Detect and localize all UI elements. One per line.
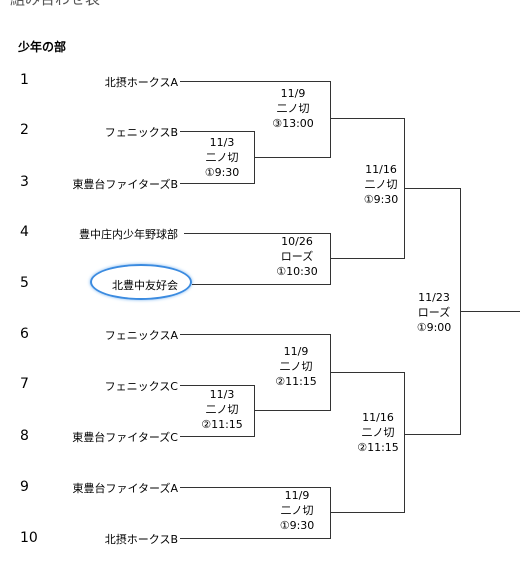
match-info: 11/9 二ノ切 ②11:15 <box>266 344 326 389</box>
match-slot: ①10:30 <box>276 265 318 278</box>
bracket-line <box>404 372 405 513</box>
match-date: 11/3 <box>209 388 235 401</box>
match-venue: 二ノ切 <box>279 360 313 373</box>
highlight-circle <box>90 264 192 300</box>
seed-number: 4 <box>20 224 29 240</box>
match-slot: ③13:00 <box>272 117 314 130</box>
team-name: 東豊台ファイターズA <box>72 482 178 495</box>
match-slot: ②11:15 <box>201 418 243 431</box>
team-name: 東豊台ファイターズB <box>72 178 178 191</box>
match-date: 11/9 <box>284 489 310 502</box>
bracket-line <box>330 81 331 158</box>
match-venue: ローズ <box>417 306 451 319</box>
match-info: 11/16 二ノ切 ②11:15 <box>348 410 408 455</box>
match-info: 11/23 ローズ ①9:00 <box>404 290 464 335</box>
bracket-line <box>404 434 460 435</box>
match-date: 11/23 <box>418 291 450 304</box>
bracket-line <box>330 372 404 373</box>
match-info: 11/3 二ノ切 ①9:30 <box>192 135 252 180</box>
bracket-line <box>180 538 330 539</box>
match-date: 11/16 <box>365 163 397 176</box>
match-info: 11/9 二ノ切 ③13:00 <box>263 86 323 131</box>
match-info: 11/3 二ノ切 ②11:15 <box>192 387 252 432</box>
bracket-line <box>180 436 254 437</box>
match-venue: 二ノ切 <box>364 178 398 191</box>
match-date: 11/9 <box>280 87 306 100</box>
bracket-line <box>254 410 330 411</box>
bracket-line <box>330 118 404 119</box>
match-date: 10/26 <box>281 235 313 248</box>
match-slot: ①9:00 <box>416 321 452 334</box>
match-slot: ①9:30 <box>363 193 399 206</box>
bracket-line <box>404 188 460 189</box>
bracket-line <box>192 284 330 285</box>
team-name: フェニックスA <box>104 329 178 342</box>
team-name: 北摂ホークスA <box>104 76 178 89</box>
seed-number: 10 <box>20 530 38 546</box>
bracket-line <box>254 334 330 335</box>
seed-number: 2 <box>20 122 29 138</box>
team-name: 東豊台ファイターズC <box>72 431 178 444</box>
seed-number: 5 <box>20 275 29 291</box>
bracket-line <box>180 385 254 386</box>
match-slot: ①9:30 <box>279 519 315 532</box>
match-info: 10/26 ローズ ①10:30 <box>267 234 327 279</box>
match-slot: ①9:30 <box>204 166 240 179</box>
match-venue: 二ノ切 <box>205 403 239 416</box>
bracket-line <box>180 487 330 488</box>
bracket-line <box>330 487 331 539</box>
page-title: 組み合わせ表 <box>10 0 100 9</box>
match-date: 11/9 <box>283 345 309 358</box>
seed-number: 1 <box>20 72 29 88</box>
match-info: 11/16 二ノ切 ①9:30 <box>351 162 411 207</box>
bracket-line <box>180 81 256 82</box>
match-date: 11/16 <box>362 411 394 424</box>
bracket-line <box>180 183 254 184</box>
bracket-line <box>330 512 404 513</box>
seed-number: 9 <box>20 479 29 495</box>
team-name: 北摂ホークスB <box>104 533 178 546</box>
match-info: 11/9 二ノ切 ①9:30 <box>267 488 327 533</box>
bracket-line <box>254 385 255 437</box>
team-name: フェニックスC <box>104 380 178 393</box>
seed-number: 7 <box>20 376 29 392</box>
match-venue: 二ノ切 <box>276 102 310 115</box>
bracket-line <box>460 311 520 312</box>
match-venue: ローズ <box>280 250 314 263</box>
seed-number: 8 <box>20 428 29 444</box>
bracket-line <box>184 233 330 234</box>
match-venue: 二ノ切 <box>361 426 395 439</box>
seed-number: 3 <box>20 174 29 190</box>
match-venue: 二ノ切 <box>205 151 239 164</box>
bracket-line <box>180 131 254 132</box>
team-name: フェニックスB <box>104 126 178 139</box>
bracket-line <box>330 233 331 285</box>
bracket-line <box>180 334 254 335</box>
match-venue: 二ノ切 <box>280 504 314 517</box>
section-title: 少年の部 <box>18 40 67 54</box>
match-slot: ②11:15 <box>357 441 399 454</box>
bracket-line <box>330 258 404 259</box>
seed-number: 6 <box>20 326 29 342</box>
bracket-line <box>254 157 330 158</box>
bracket-line <box>256 81 330 82</box>
match-slot: ②11:15 <box>275 375 317 388</box>
match-date: 11/3 <box>209 136 235 149</box>
team-name: 豊中庄内少年野球部 <box>79 228 178 241</box>
